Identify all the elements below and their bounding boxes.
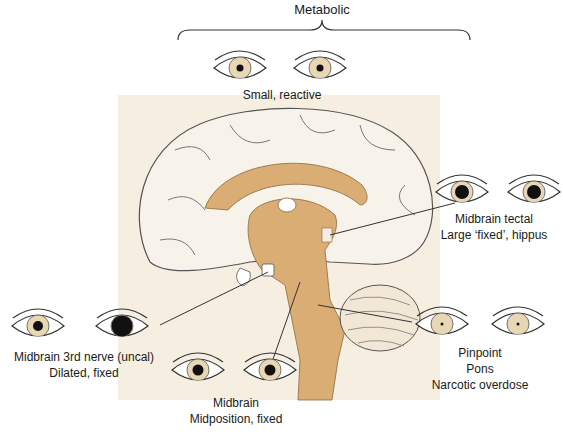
bracket — [178, 20, 470, 40]
label-text: Pinpoint — [458, 346, 501, 360]
label-text: Pons — [466, 362, 493, 376]
label-text: Metabolic — [294, 3, 350, 17]
label-text: Midbrain 3rd nerve (uncal) — [14, 350, 154, 364]
label-text: Midbrain — [213, 396, 259, 410]
label-text: Midposition, fixed — [190, 412, 283, 426]
brain-panel — [118, 95, 440, 400]
label-text: Narcotic overdose — [432, 378, 529, 392]
label-text: Small, reactive — [243, 88, 322, 102]
brain-section — [139, 108, 432, 400]
leader-lines — [160, 203, 455, 362]
label-text: Midbrain tectal — [455, 212, 533, 226]
label-text: Dilated, fixed — [49, 366, 118, 380]
label-text: Large ‘fixed’, hippus — [441, 228, 548, 242]
